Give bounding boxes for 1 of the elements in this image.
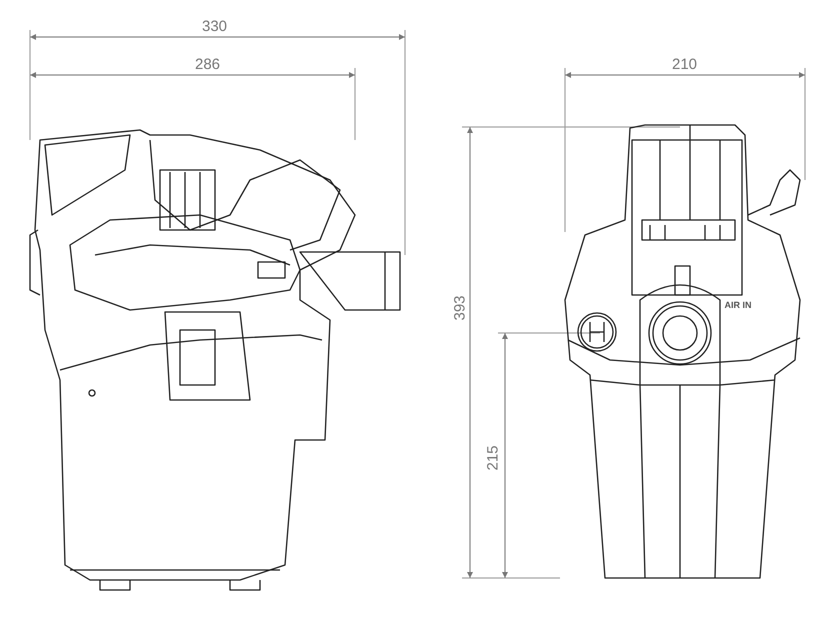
printed-marking: AIR IN (723, 300, 753, 310)
